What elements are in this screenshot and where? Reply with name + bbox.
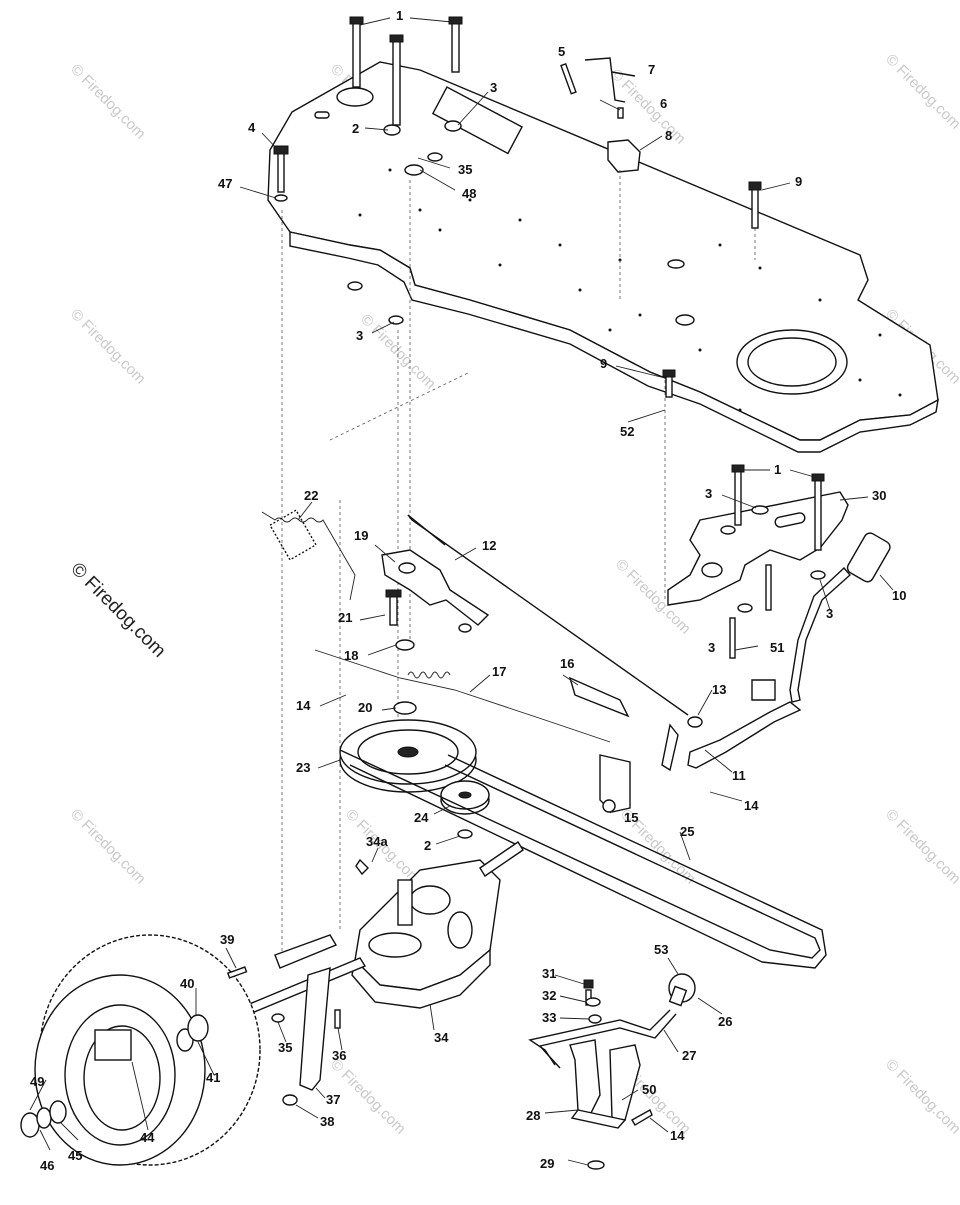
callout-17: 17 <box>492 664 506 679</box>
callout-34: 34 <box>434 1030 449 1045</box>
callout-3: 3 <box>708 640 715 655</box>
callout-3: 3 <box>356 328 363 343</box>
callout-26: 26 <box>718 1014 732 1029</box>
callout-19: 19 <box>354 528 368 543</box>
callout-12: 12 <box>482 538 496 553</box>
callout-9: 9 <box>600 356 607 371</box>
watermark-text: © Firedog.com <box>882 51 960 133</box>
callout-6: 6 <box>660 96 667 111</box>
bracket-part-30 <box>667 464 849 659</box>
callout-35: 35 <box>278 1040 292 1055</box>
callout-47: 47 <box>218 176 232 191</box>
main-watermark: © Firedog.com <box>66 559 169 662</box>
shift-lever-part-27 <box>528 973 696 1069</box>
callout-37: 37 <box>326 1092 340 1107</box>
callout-7: 7 <box>648 62 655 77</box>
callout-38: 38 <box>320 1114 334 1129</box>
callout-39: 39 <box>220 932 234 947</box>
leader-lines <box>29 17 894 1166</box>
callout-21: 21 <box>338 610 352 625</box>
callout-10: 10 <box>892 588 906 603</box>
callout-3: 3 <box>826 606 833 621</box>
callout-34a: 34a <box>366 834 388 849</box>
frame-part-52 <box>267 61 939 453</box>
watermark-text: © Firedog.com <box>67 806 149 888</box>
bracket-part-28 <box>569 979 653 1170</box>
callout-45: 45 <box>68 1148 82 1163</box>
callout-15: 15 <box>624 810 638 825</box>
callout-9: 9 <box>795 174 802 189</box>
callout-16: 16 <box>560 656 574 671</box>
callout-14: 14 <box>296 698 311 713</box>
callout-1: 1 <box>396 8 403 23</box>
callout-labels: 1 2 3 4 47 35 48 5 7 6 8 9 3 9 52 1 3 30… <box>30 8 906 1173</box>
callout-25: 25 <box>680 824 694 839</box>
callout-44: 44 <box>140 1130 155 1145</box>
watermark-text: © Firedog.com <box>882 806 960 888</box>
spring-part-17 <box>314 649 630 743</box>
callout-11: 11 <box>732 768 746 783</box>
callout-33: 33 <box>542 1010 556 1025</box>
watermark-text: © Firedog.com <box>882 1056 960 1138</box>
callout-3: 3 <box>705 486 712 501</box>
callout-36: 36 <box>332 1048 346 1063</box>
idler-pulley-part-24 <box>440 780 490 839</box>
pulley-part-23 <box>339 719 477 793</box>
callout-52: 52 <box>620 424 634 439</box>
callout-46: 46 <box>40 1158 54 1173</box>
callout-23: 23 <box>296 760 310 775</box>
callout-4: 4 <box>248 120 256 135</box>
callout-20: 20 <box>358 700 372 715</box>
callout-14: 14 <box>670 1128 685 1143</box>
callout-35: 35 <box>458 162 472 177</box>
callout-2: 2 <box>424 838 431 853</box>
pedal-rod-part-11 <box>599 532 891 813</box>
callout-14: 14 <box>744 798 759 813</box>
callout-41: 41 <box>206 1070 220 1085</box>
callout-40: 40 <box>180 976 194 991</box>
wheel-part-44 <box>20 934 261 1166</box>
watermark-text: © Firedog.com <box>67 61 149 143</box>
callout-53: 53 <box>654 942 668 957</box>
callout-27: 27 <box>682 1048 696 1063</box>
callout-50: 50 <box>642 1082 656 1097</box>
callout-29: 29 <box>540 1156 554 1171</box>
pivot-hardware <box>385 589 417 715</box>
callout-18: 18 <box>344 648 358 663</box>
callout-32: 32 <box>542 988 556 1003</box>
callout-24: 24 <box>414 810 429 825</box>
rod-part-12 <box>381 514 689 716</box>
transaxle-part-34 <box>233 841 524 1106</box>
callout-5: 5 <box>558 44 565 59</box>
belt-part-25 <box>339 749 827 969</box>
watermark-text: © Firedog.com <box>607 66 689 148</box>
watermark-text: © Firedog.com <box>67 306 149 388</box>
callout-3: 3 <box>490 80 497 95</box>
callout-30: 30 <box>872 488 886 503</box>
callout-22: 22 <box>304 488 318 503</box>
spring-part-22 <box>261 509 356 601</box>
callout-48: 48 <box>462 186 476 201</box>
callout-28: 28 <box>526 1108 540 1123</box>
callout-51: 51 <box>770 640 784 655</box>
callout-1: 1 <box>774 462 781 477</box>
callout-8: 8 <box>665 128 672 143</box>
callout-31: 31 <box>542 966 556 981</box>
hardware-bolts-top <box>273 16 762 398</box>
callout-13: 13 <box>712 682 726 697</box>
callout-2: 2 <box>352 121 359 136</box>
callout-49: 49 <box>30 1074 44 1089</box>
